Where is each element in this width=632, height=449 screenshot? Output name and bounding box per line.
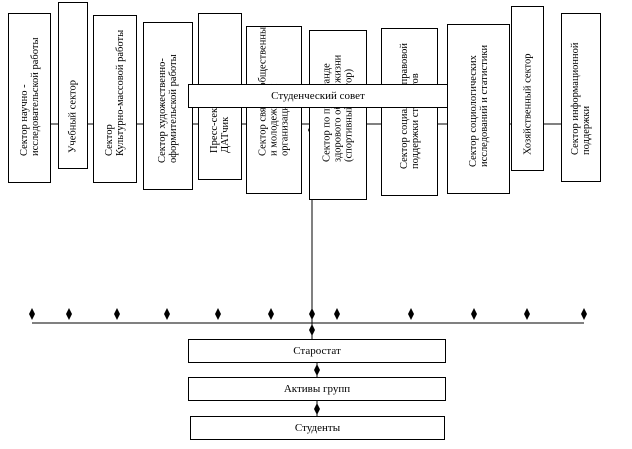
lower-arrow-marker [408,308,414,320]
sector-culture-label: Сектор Культурно-массовой работы [104,29,126,156]
sector-economy-box: Хозяйственный сектор [511,6,544,171]
lower-arrow-marker [114,308,120,320]
students-label: Студенты [294,422,341,434]
sector-art-label: Сектор художественно- оформительской раб… [157,54,179,163]
starostat-arrow-marker [309,324,315,336]
sector-health-label: Сектор по пропаганде здорового образа жи… [321,54,355,162]
sector-info-box: Сектор информационной поддержки [561,13,601,182]
starostat-box: Старостат [188,339,446,363]
sector-culture-box: Сектор Культурно-массовой работы [93,15,137,183]
lower-arrow-marker [29,308,35,320]
group-assets-label: Активы групп [283,383,351,395]
students-arrow-marker [314,403,320,415]
student-council-label: Студенческий совет [271,90,365,102]
sector-science-box: Сектор научно - исследовательской работы [8,13,51,183]
sector-sociology-label: Сектор социологических исследований и ст… [467,44,490,167]
sector-social-box: Сектор социально-правовой поддержки студ… [381,28,438,196]
lower-arrow-marker [334,308,340,320]
groups-arrow-marker [314,364,320,376]
sector-sociology-box: Сектор социологических исследований и ст… [447,24,510,194]
group-assets-box: Активы групп [188,377,446,401]
lower-arrow-marker [268,308,274,320]
lower-arrow-marker [164,308,170,320]
students-box: Студенты [190,416,445,440]
lower-arrow-marker [215,308,221,320]
student-council-box: Студенческий совет [188,84,448,108]
lower-arrow-marker [581,308,587,320]
sector-info-label: Сектор информационной поддержки [570,42,592,155]
sector-art-box: Сектор художественно- оформительской раб… [143,22,193,190]
starostat-label: Старостат [293,345,341,357]
lower-arrow-marker [524,308,530,320]
sector-public-box: Сектор связи с общественными и молодежны… [246,26,302,194]
lower-arrow-marker [309,308,315,320]
sector-study-box: Учебный сектор [58,2,88,169]
lower-arrow-marker [471,308,477,320]
sector-economy-label: Хозяйственный сектор [522,53,533,155]
sector-study-label: Учебный сектор [67,80,79,153]
lower-arrow-marker [66,308,72,320]
sector-science-label: Сектор научно - исследовательской работы [18,37,41,156]
sector-health-box: Сектор по пропаганде здорового образа жи… [309,30,367,200]
